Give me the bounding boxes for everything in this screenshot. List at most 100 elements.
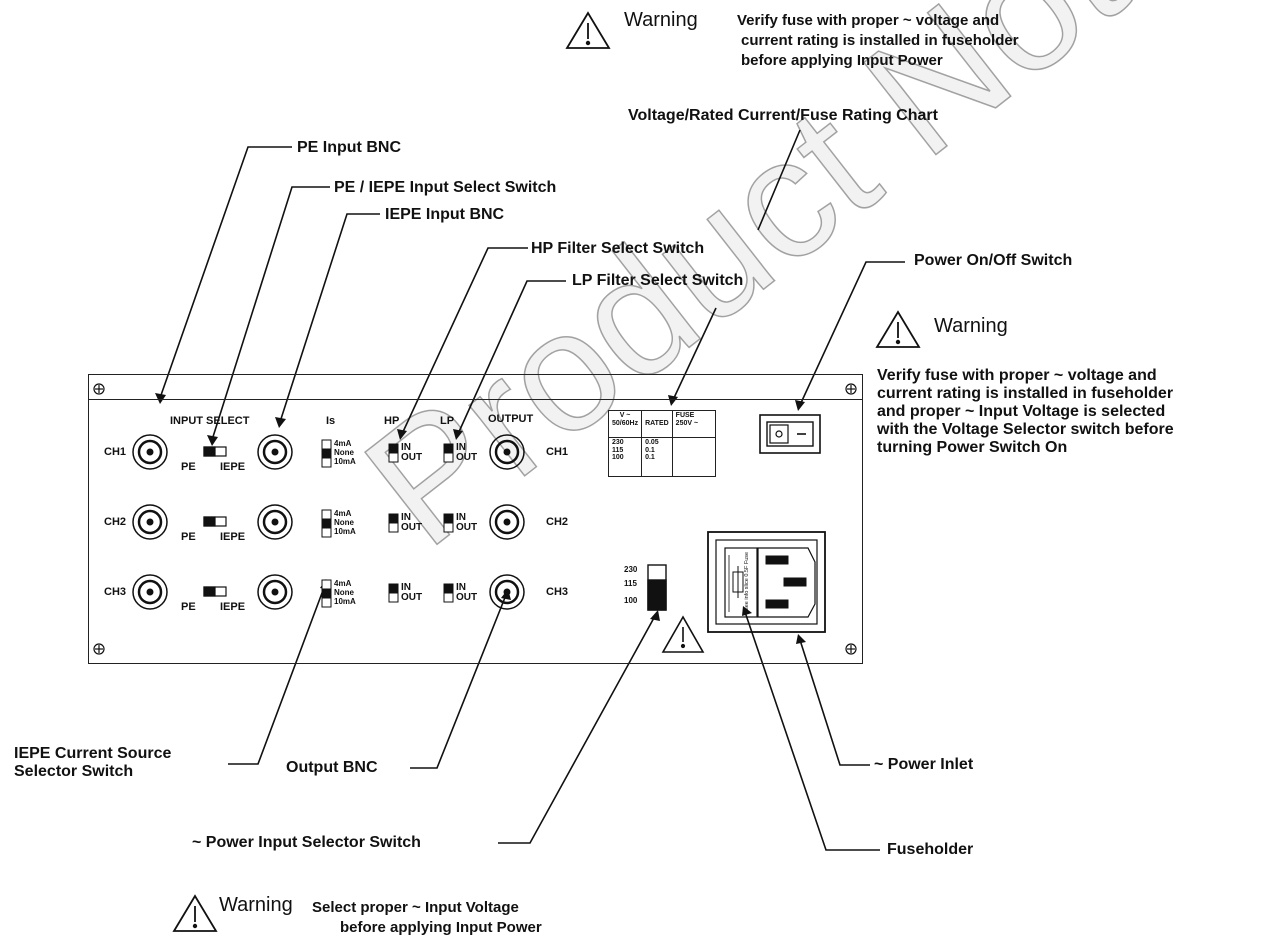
ch3-iepe-label: IEPE [220, 601, 246, 613]
fuse-table-header-fuse: FUSE 250V ~ [671, 410, 716, 438]
pe-iepe-switch-ch3 [203, 586, 227, 597]
fuse-table-row-rating: 0.1 [645, 446, 655, 454]
pe-iepe-switch-ch2 [203, 516, 227, 527]
leader-iepe-input-bnc [279, 213, 380, 423]
ch3-is-none: None [334, 588, 354, 597]
bnc-pe-ch2-icon [132, 504, 168, 540]
leader-fuseholder [744, 611, 880, 851]
leader-power-selector [498, 615, 656, 844]
fuse-table-row-voltage: 115 [612, 446, 624, 454]
leader-lp-filter [457, 280, 566, 435]
callout-lp-filter: LP Filter Select Switch [572, 272, 744, 289]
leader-hp-filter [401, 247, 528, 435]
ch2-lp-out: OUT [456, 522, 478, 533]
fuse-rating-table: V ~ 50/60Hz RATED FUSE 250V ~ 230 115 10… [607, 410, 716, 477]
ch1-pe-label: PE [181, 461, 196, 473]
ch2-lp-in: IN [456, 512, 466, 523]
fuse-table-header-row: V ~ 50/60Hz RATED FUSE 250V ~ [607, 410, 716, 438]
fuse-table-hz-label: 50/60Hz [612, 419, 639, 427]
ch3-is-10ma: 10mA [334, 597, 356, 606]
warning-bottom-line-2: before applying Input Power [340, 919, 542, 936]
ch2-is-4ma: 4mA [334, 509, 352, 518]
is-switch-ch2 [321, 509, 332, 538]
voltage-selector-switch [647, 564, 667, 611]
fuse-table-fuse-label: FUSE [675, 412, 695, 419]
callout-power-inlet: ~ Power Inlet [874, 756, 974, 773]
panel-top-strip [89, 375, 862, 400]
ch1-is-none: None [334, 448, 354, 457]
bnc-pe-ch3-icon [132, 574, 168, 610]
output-header: OUTPUT [488, 413, 534, 425]
pe-iepe-switch-ch1 [203, 446, 227, 457]
fuseholder-vertical-text: see info slice 0.5F Fuse [744, 552, 750, 610]
voltage-230-label: 230 [624, 565, 638, 574]
fuse-table-voltages: 230 115 100 [607, 437, 643, 477]
warning-top-line-2: current rating is installed in fuseholde… [741, 32, 1019, 49]
ch3-hp-out: OUT [401, 592, 423, 603]
fuse-table-row-rating: 0.05 [645, 439, 659, 446]
is-switch-ch3 [321, 579, 332, 608]
warning-icon-right [875, 310, 921, 348]
callout-power-input-selector: ~ Power Input Selector Switch [192, 834, 421, 851]
callout-iepe-input-bnc: IEPE Input BNC [385, 206, 505, 223]
fuse-table-row-voltage: 100 [612, 454, 624, 462]
bnc-pe-ch1-icon [132, 434, 168, 470]
ch2-left-label: CH2 [104, 516, 127, 528]
ch1-lp-in: IN [456, 442, 466, 453]
hp-switch-ch3 [388, 583, 399, 603]
screw-icon [93, 383, 105, 395]
leader-power-switch [799, 261, 905, 406]
ch3-lp-in: IN [456, 582, 466, 593]
ch1-right-label: CH1 [546, 446, 569, 458]
warning-top-line-3: before applying Input Power [741, 52, 943, 69]
callout-fuse-chart: Voltage/Rated Current/Fuse Rating Chart [628, 107, 938, 124]
ch1-iepe-label: IEPE [220, 461, 246, 473]
leader-pe-input-bnc [159, 146, 292, 399]
ch1-is-4ma: 4mA [334, 439, 352, 448]
screw-icon [845, 643, 857, 655]
fuse-table-250v-label: 250V ~ [675, 419, 699, 427]
bnc-output-ch2-icon [489, 504, 525, 540]
warning-right-line-3: and proper ~ Input Voltage is selected [877, 403, 1166, 420]
is-header: Is [326, 415, 336, 427]
bnc-iepe-ch3-icon [257, 574, 293, 610]
ch1-hp-in: IN [401, 442, 411, 453]
leader-fuse-chart [757, 129, 801, 231]
callout-iepe-current-line-1: IEPE Current Source [14, 745, 172, 762]
ch3-is-4ma: 4mA [334, 579, 352, 588]
fuse-table-row-voltage: 230 [612, 439, 624, 446]
leader-power-inlet [799, 639, 870, 766]
lp-header: LP [440, 415, 455, 427]
lp-switch-ch2 [443, 513, 454, 533]
fuse-table-body-row: 230 115 100 0.05 0.1 0.1 [607, 437, 716, 477]
leader-iepe-current [228, 584, 326, 765]
warning-bottom-title: Warning [219, 894, 293, 916]
screw-icon [845, 383, 857, 395]
ch3-lp-out: OUT [456, 592, 478, 603]
callout-fuseholder: Fuseholder [887, 841, 974, 858]
front-panel [88, 374, 863, 664]
leader-pe-iepe-switch [211, 186, 330, 441]
bnc-iepe-ch2-icon [257, 504, 293, 540]
callout-iepe-current-line-2: Selector Switch [14, 763, 134, 780]
fuse-table-fuse-cell [671, 437, 716, 477]
ch1-left-label: CH1 [104, 446, 127, 458]
ch2-pe-label: PE [181, 531, 196, 543]
callout-output-bnc: Output BNC [286, 759, 378, 776]
hp-switch-ch1 [388, 443, 399, 463]
ch2-right-label: CH2 [546, 516, 569, 528]
bnc-output-ch1-icon [489, 434, 525, 470]
warning-right-line-4: with the Voltage Selector switch before [877, 421, 1174, 438]
bnc-output-ch3-icon [489, 574, 525, 610]
warning-right-title: Warning [934, 315, 1008, 337]
power-inlet-icon [707, 531, 826, 633]
warning-icon-top [565, 11, 611, 49]
fuse-table-ratings: 0.05 0.1 0.1 [641, 437, 673, 477]
screw-icon [93, 643, 105, 655]
fuse-table-row-rating: 0.1 [645, 454, 655, 462]
hp-switch-ch2 [388, 513, 399, 533]
warning-right-line-5: turning Power Switch On [877, 439, 1068, 456]
ch3-right-label: CH3 [546, 586, 569, 598]
callout-pe-iepe-switch: PE / IEPE Input Select Switch [334, 179, 557, 196]
hp-header: HP [384, 415, 400, 427]
